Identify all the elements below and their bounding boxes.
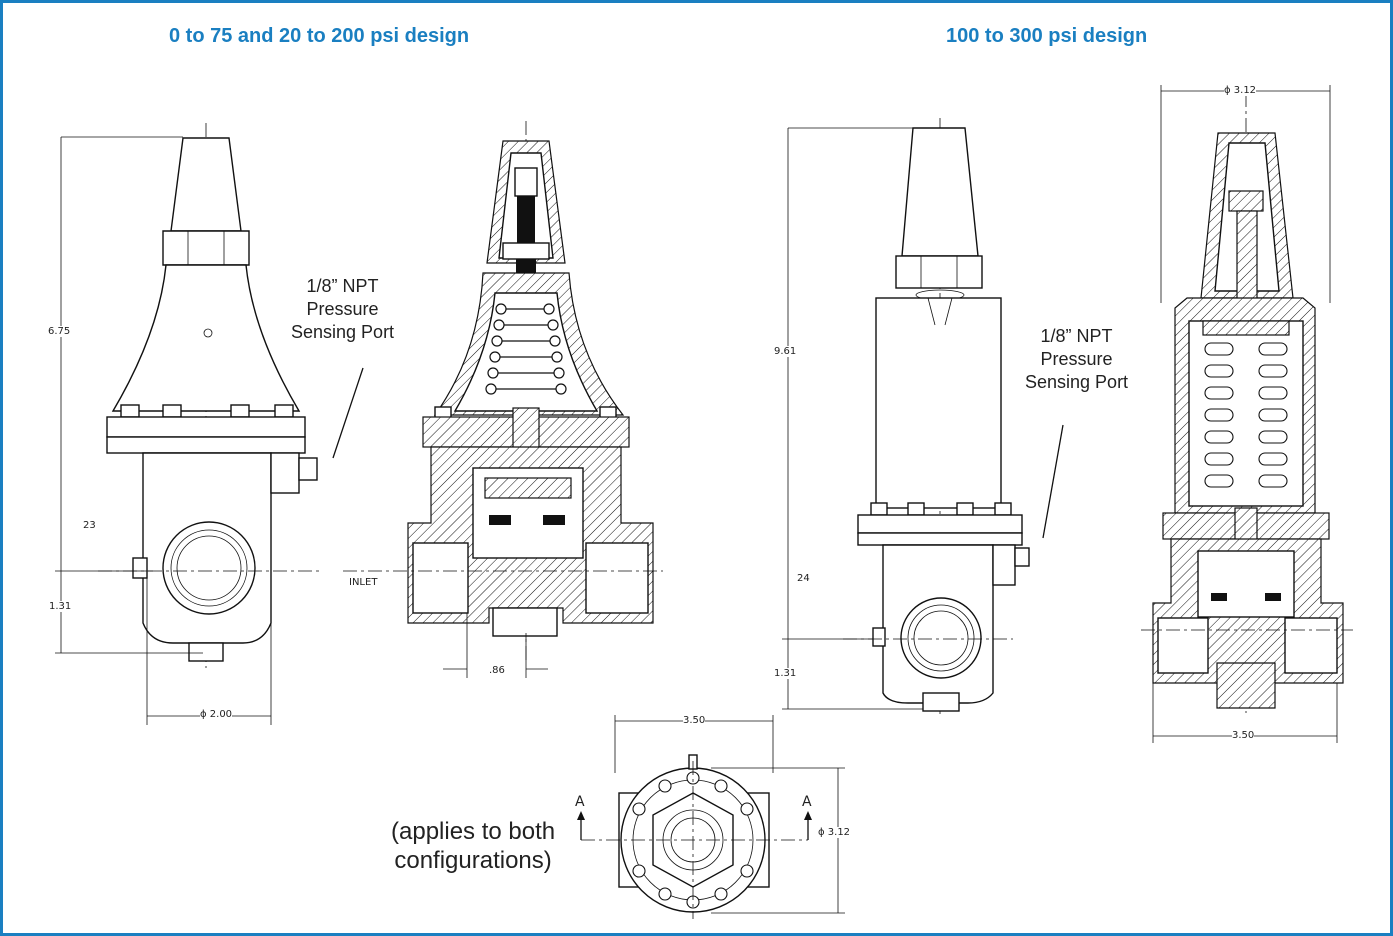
right-top-diameter-dimension: ϕ 3.12 <box>1224 85 1257 96</box>
left-design-heading: 0 to 75 and 20 to 200 psi design <box>169 25 470 47</box>
callout-line: Pressure <box>1040 349 1113 369</box>
left-port-callout: 1/8” NPT Pressure Sensing Port <box>291 275 394 344</box>
note-line: (applies to both <box>391 818 556 845</box>
section-a-left-label: A <box>575 794 585 810</box>
bottom-width-dimension: 3.50 <box>683 715 706 726</box>
bottom-diameter-dimension: ϕ 3.12 <box>818 827 851 838</box>
left-base-dimension: 1.31 <box>49 601 72 612</box>
left-valve-section-view <box>343 121 663 663</box>
right-port-callout: 1/8” NPT Pressure Sensing Port <box>1025 325 1128 394</box>
right-height-dimension: 9.61 <box>774 346 797 357</box>
technical-drawing <box>55 85 1353 919</box>
left-dimension-lines <box>55 136 364 725</box>
right-width-dimension: 3.50 <box>1232 730 1255 741</box>
callout-line: 1/8” NPT <box>1040 326 1113 346</box>
left-height-dimension: 6.75 <box>48 326 71 337</box>
left-diameter-dimension: ϕ 2.00 <box>200 709 233 720</box>
callout-line: 1/8” NPT <box>306 276 379 296</box>
right-24-label: 24 <box>797 573 810 584</box>
left-section-dimension-lines <box>443 613 548 678</box>
note-line: configurations) <box>394 847 552 874</box>
inlet-label: INLET <box>349 577 378 588</box>
right-valve-section-view <box>1141 93 1353 713</box>
right-dimension-lines <box>782 127 1064 710</box>
applies-note: (applies to both configurations) <box>391 817 555 875</box>
right-valve-front-view <box>843 118 1030 718</box>
left-offset-dimension: .86 <box>489 665 505 676</box>
callout-line: Sensing Port <box>291 322 395 342</box>
left-23-label: 23 <box>83 520 96 531</box>
right-design-heading: 100 to 300 psi design <box>946 25 1148 47</box>
left-valve-front-view <box>98 123 323 668</box>
right-base-dimension: 1.31 <box>774 668 797 679</box>
section-a-right-label: A <box>802 794 812 810</box>
callout-line: Pressure <box>306 299 379 319</box>
callout-line: Sensing Port <box>1025 372 1129 392</box>
bottom-top-view <box>577 715 845 919</box>
